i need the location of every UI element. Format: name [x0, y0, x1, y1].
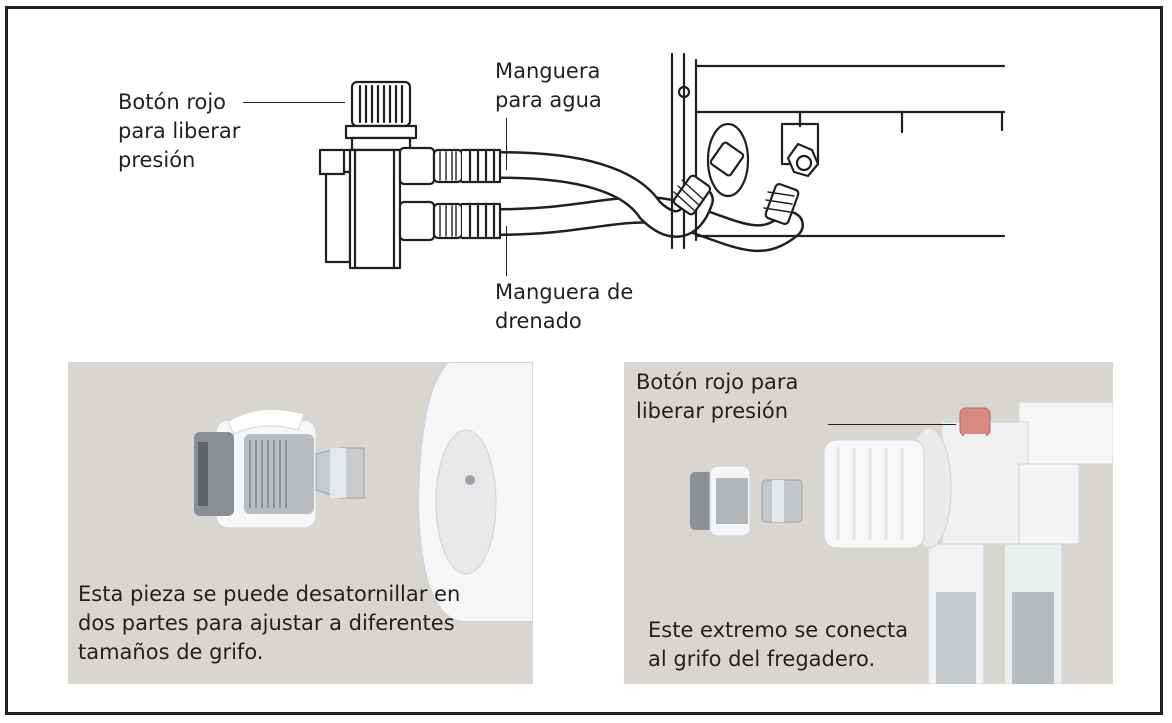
red-button-photo — [959, 407, 991, 437]
left-photo-caption: Esta pieza se puede desatornillar en dos… — [78, 582, 461, 664]
water-hose-leader — [506, 118, 507, 170]
faucet-adapter-diagram — [318, 52, 1006, 270]
adapter-assembled-photo: Botón rojo para liberar presión Este ext… — [624, 362, 1113, 684]
drain-hose-leader — [506, 226, 507, 276]
pressure-button-leader — [243, 102, 345, 103]
drain-hose-label: Manguera de drenado — [495, 280, 634, 333]
right-photo-button-leader — [828, 424, 956, 425]
right-photo-button-label: Botón rojo para liberar presión — [636, 370, 799, 423]
right-photo-caption: Este extremo se conecta al grifo del fre… — [648, 618, 909, 671]
water-hose-label: Manguera para agua — [495, 59, 602, 112]
pressure-release-button-drawing — [344, 80, 418, 152]
adapter-parts-photo: Esta pieza se puede desatornillar en dos… — [68, 362, 533, 684]
pressure-button-label: Botón rojo para liberar presión — [118, 90, 241, 172]
adapter-body-drawing — [318, 148, 402, 270]
figure-frame — [5, 6, 1163, 715]
